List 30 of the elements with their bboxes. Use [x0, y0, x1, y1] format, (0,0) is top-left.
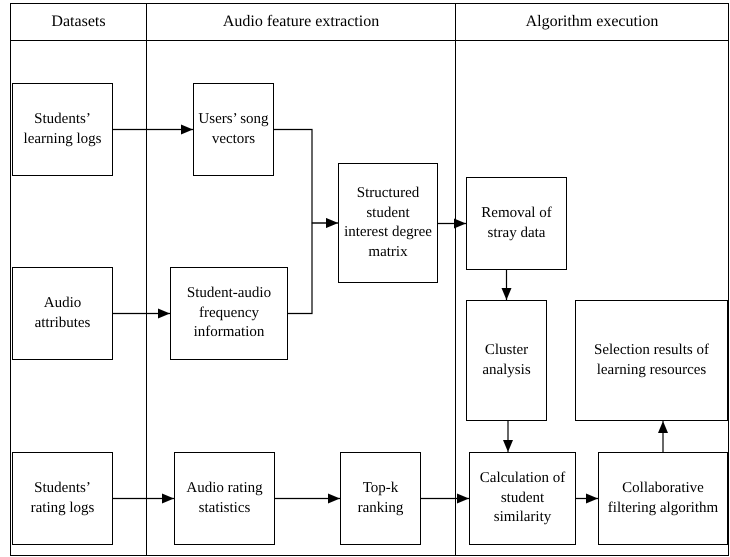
arrow	[438, 218, 466, 228]
lane-header: Datasets	[11, 4, 146, 41]
process-box: Student-audio frequency information	[170, 267, 288, 360]
swimlane	[146, 3, 455, 556]
arrow	[113, 124, 193, 134]
process-box: Audio rating statistics	[174, 452, 275, 545]
process-box: Students’ rating logs	[12, 452, 113, 545]
process-box: Audio attributes	[12, 267, 113, 360]
arrow	[113, 494, 174, 504]
arrow	[502, 270, 512, 300]
arrow	[658, 421, 668, 452]
process-box: Top-k ranking	[340, 452, 421, 545]
process-box: Users’ song vectors	[193, 83, 274, 176]
process-box: Removal of stray data	[466, 177, 567, 270]
swimlane	[455, 3, 729, 556]
arrow	[576, 494, 598, 504]
arrow	[421, 494, 469, 504]
process-box: Calculation of student similarity	[469, 452, 576, 545]
swimlane	[10, 3, 146, 556]
process-box: Selection results of learning resources	[575, 300, 728, 421]
process-box: Collaborative filtering algorithm	[598, 452, 728, 545]
lane-header: Algorithm execution	[456, 4, 728, 41]
process-box: Structured student interest degree matrix	[338, 163, 438, 283]
arrow	[275, 494, 340, 504]
process-box: Cluster analysis	[466, 300, 547, 421]
arrow	[503, 421, 513, 452]
arrow	[113, 308, 170, 318]
lane-header: Audio feature extraction	[147, 4, 455, 41]
arrow	[288, 218, 338, 314]
process-box: Students’ learning logs	[12, 83, 113, 176]
